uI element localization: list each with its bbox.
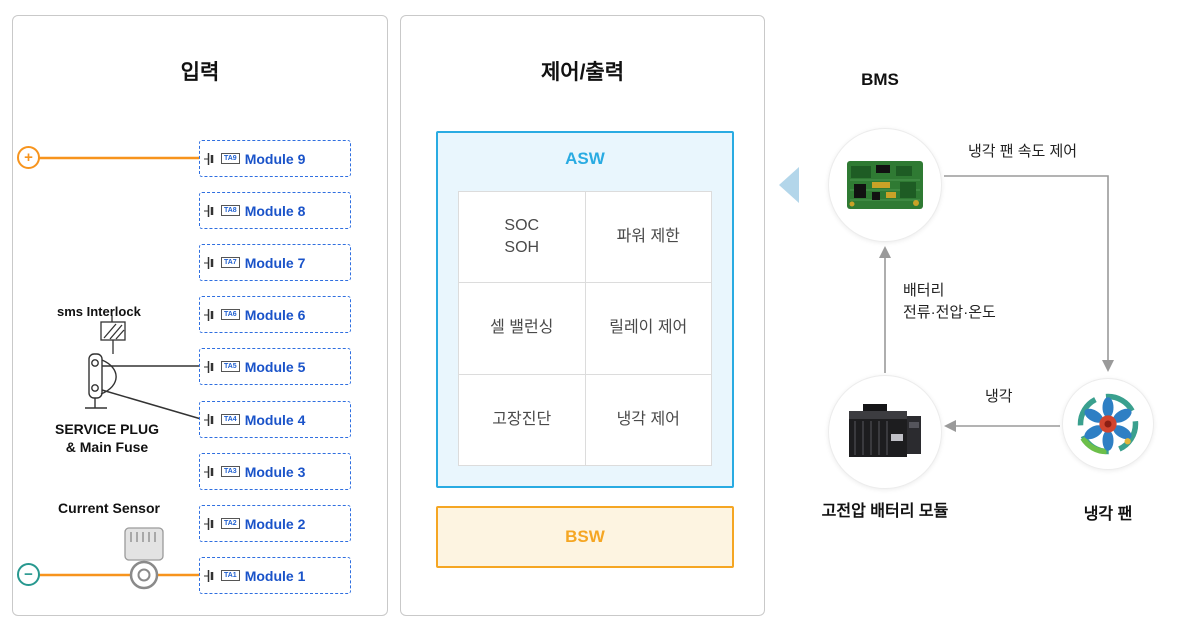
battery-terminal-icon bbox=[204, 465, 216, 479]
fan-speed-label: 냉각 팬 속도 제어 bbox=[968, 143, 1078, 160]
input-wiring-graphic bbox=[29, 156, 202, 590]
battery-module-label: 고전압 배터리 모듈 bbox=[821, 503, 949, 520]
module-label: Module 6 bbox=[244, 306, 306, 323]
module-row-2: TA2 Module 2 bbox=[199, 505, 351, 542]
module-tag: TA3 bbox=[221, 466, 240, 477]
plus-terminal: + bbox=[17, 146, 40, 169]
bms-board-circle bbox=[828, 128, 942, 242]
asw-cell-relay-control: 릴레이 제어 bbox=[585, 283, 711, 374]
module-row-7: TA7 Module 7 bbox=[199, 244, 351, 281]
control-panel-title: 제어/출력 bbox=[540, 61, 625, 84]
battery-terminal-icon bbox=[204, 256, 216, 270]
minus-terminal: − bbox=[17, 563, 40, 586]
battery-terminal-icon bbox=[204, 152, 216, 166]
module-tag: TA4 bbox=[221, 414, 240, 425]
module-row-3: TA3 Module 3 bbox=[199, 453, 351, 490]
module-tag: TA6 bbox=[221, 309, 240, 320]
current-sensor-symbol bbox=[124, 527, 164, 590]
battery-terminal-icon bbox=[204, 360, 216, 374]
fan-label: 냉각 팬 bbox=[1083, 506, 1133, 523]
module-label: Module 3 bbox=[244, 463, 306, 480]
module-tag: TA7 bbox=[221, 257, 240, 268]
battery-terminal-icon bbox=[204, 308, 216, 322]
cooling-label: 냉각 bbox=[985, 388, 1013, 405]
interlock-symbol bbox=[100, 315, 126, 354]
module-row-4: TA4 Module 4 bbox=[199, 401, 351, 438]
battery-terminal-icon bbox=[204, 413, 216, 427]
battery-module-icon bbox=[849, 404, 921, 457]
bms-title: BMS bbox=[861, 70, 899, 89]
module-label: Module 9 bbox=[244, 150, 306, 167]
module-tag: TA2 bbox=[221, 518, 240, 529]
module-label: Module 5 bbox=[244, 358, 306, 375]
cooling-fan-icon bbox=[1077, 393, 1139, 455]
asw-cell-power-limit: 파워 제한 bbox=[585, 192, 711, 283]
asw-title: ASW bbox=[565, 149, 605, 168]
module-tag: TA5 bbox=[221, 361, 240, 372]
module-row-8: TA8 Module 8 bbox=[199, 192, 351, 229]
bms-pcb-icon bbox=[847, 161, 923, 209]
fan-speed-arrow bbox=[944, 175, 1109, 362]
battery-terminal-icon bbox=[204, 204, 216, 218]
asw-function-grid: SOC SOH 파워 제한 셀 밸런싱 릴레이 제어 고장진단 냉각 제어 bbox=[458, 191, 712, 466]
asw-cell-soc-soh: SOC SOH bbox=[459, 192, 585, 283]
module-row-5: TA5 Module 5 bbox=[199, 348, 351, 385]
module-label: Module 8 bbox=[244, 202, 306, 219]
bsw-block: BSW bbox=[436, 506, 734, 568]
module-label: Module 7 bbox=[244, 254, 306, 271]
battery-terminal-icon bbox=[204, 517, 216, 531]
service-plug-symbol bbox=[85, 353, 117, 409]
asw-cell-cell-balancing: 셀 밸런싱 bbox=[459, 283, 585, 374]
input-panel-title: 입력 bbox=[180, 61, 220, 84]
current-sensor-label: Current Sensor bbox=[58, 500, 160, 516]
module-label: Module 1 bbox=[244, 567, 306, 584]
battery-signals-label: 배터리 전류·전압·온도 bbox=[903, 282, 996, 321]
module-tag: TA9 bbox=[221, 153, 240, 164]
battery-module-circle bbox=[828, 375, 942, 489]
module-row-6: TA6 Module 6 bbox=[199, 296, 351, 333]
module-label: Module 2 bbox=[244, 515, 306, 532]
asw-cell-cooling-control: 냉각 제어 bbox=[585, 374, 711, 465]
input-panel: 입력 bbox=[12, 15, 388, 616]
asw-cell-fault-diagnosis: 고장진단 bbox=[459, 374, 585, 465]
module-row-1: TA1 Module 1 bbox=[199, 557, 351, 594]
control-panel: 제어/출력 ASW SOC SOH 파워 제한 셀 밸런싱 릴레이 제어 고장진… bbox=[400, 15, 765, 616]
asw-block: ASW SOC SOH 파워 제한 셀 밸런싱 릴레이 제어 고장진단 냉각 제… bbox=[436, 131, 734, 488]
module-row-9: TA9 Module 9 bbox=[199, 140, 351, 177]
interlock-label: sms Interlock bbox=[57, 304, 141, 319]
chevron-left-icon bbox=[779, 167, 799, 203]
battery-terminal-icon bbox=[204, 569, 216, 583]
service-plug-label: SERVICE PLUG & Main Fuse bbox=[55, 421, 159, 455]
plug-wire-module4 bbox=[101, 389, 202, 420]
cooling-fan-circle bbox=[1062, 378, 1154, 470]
module-label: Module 4 bbox=[244, 411, 306, 428]
module-tag: TA1 bbox=[221, 570, 240, 581]
module-tag: TA8 bbox=[221, 205, 240, 216]
